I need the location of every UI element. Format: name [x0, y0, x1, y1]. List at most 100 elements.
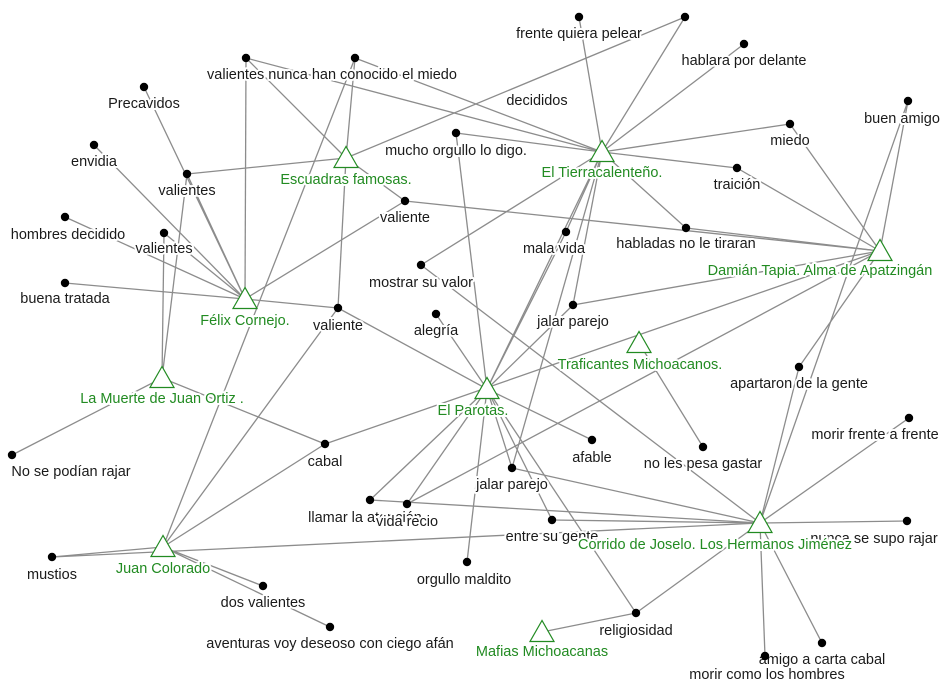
edge — [759, 417, 910, 524]
edge — [455, 132, 488, 390]
edge — [601, 151, 738, 169]
concept-node-morir-frente-a-frente — [904, 413, 914, 423]
song-label-damian-tapia-alma-de-apatzingan: Damián Tapia. Alma de Apatzingán — [708, 263, 933, 279]
concept-node-habladas-no-le-tiraran — [681, 223, 691, 233]
concept-node-nunca-se-supo-rajar — [902, 516, 912, 526]
edge — [486, 304, 574, 390]
edge — [51, 546, 164, 558]
concept-label-traicion: traición — [714, 177, 761, 193]
concept-node-religiosidad — [631, 608, 641, 618]
concept-node-jalar-parejo — [507, 463, 517, 473]
concept-label-nunca-se-supo-rajar: nunca se supo rajar — [810, 531, 938, 547]
concept-node-afable — [587, 435, 597, 445]
concept-node-valiente — [333, 303, 343, 313]
edge — [759, 522, 766, 657]
edge — [245, 57, 603, 153]
song-node-el-tierracalenteno — [588, 139, 616, 163]
concept-label-precavidos: Precavidos — [108, 96, 180, 112]
concept-node-buena-tratada — [60, 278, 70, 288]
song-node-mafias-michoacanas — [528, 619, 556, 643]
concept-label-morir-como-los-hombres: morir como los hombres — [689, 667, 845, 683]
concept-node-llamar-la-atencion — [365, 495, 375, 505]
edge — [369, 499, 761, 524]
concept-label-valientes: valientes — [135, 241, 192, 257]
concept-label-orgullo-maldito: orgullo maldito — [417, 572, 511, 588]
edge — [64, 216, 246, 300]
edge — [64, 282, 246, 300]
concept-node-miedo — [785, 119, 795, 129]
concept-label-habladas-no-le-tiraran: habladas no le tiraran — [616, 236, 755, 252]
edge — [162, 443, 326, 548]
edge — [736, 167, 881, 252]
song-label-juan-colorado: Juan Colorado — [116, 561, 210, 577]
concept-label-llamar-la-atencion: llamar la atención — [308, 510, 422, 526]
concept-label-vida-recio: vida recio — [376, 514, 438, 530]
concept-node-orgullo-maldito — [462, 557, 472, 567]
concept-label-miedo: miedo — [770, 133, 810, 149]
edge — [404, 200, 881, 252]
concept-node-cabal — [320, 439, 330, 449]
edge — [511, 467, 761, 524]
edge — [541, 612, 637, 633]
concept-label-amigo-a-carta-cabal: amigo a carta cabal — [759, 652, 886, 668]
edge — [455, 132, 603, 153]
edge — [244, 200, 406, 300]
concept-node-unlabeled — [680, 12, 690, 22]
concept-node-entre-su-gente — [547, 515, 557, 525]
edge — [601, 123, 791, 153]
concept-node-valientes-nunca-han-conocido-el-miedo — [241, 53, 251, 63]
concept-label-jalar-parejo: jalar parejo — [475, 477, 548, 493]
edge — [93, 144, 246, 300]
edge — [601, 16, 686, 153]
edge — [324, 250, 881, 445]
concept-label-valiente: valiente — [380, 210, 430, 226]
concept-node-jalar-parejo — [568, 300, 578, 310]
concept-label-valientes-nunca-han-conocido-el-miedo: valientes nunca han conocido el miedo — [207, 67, 457, 83]
concept-node-valiente — [400, 196, 410, 206]
concept-label-jalar-parejo: jalar parejo — [536, 314, 609, 330]
concept-node-amigo-a-carta-cabal — [817, 638, 827, 648]
concept-label-entre-su-gente: entre su gente — [506, 529, 599, 545]
concept-node-buen-amigo — [903, 96, 913, 106]
edge — [244, 57, 247, 300]
song-label-la-muerte-de-juan-ortiz: La Muerte de Juan Ortiz . — [80, 391, 244, 407]
concept-node-apartaron-de-la-gente — [794, 362, 804, 372]
concept-label-morir-frente-a-frente: morir frente a frente — [811, 427, 938, 443]
song-node-el-parotas — [473, 376, 501, 400]
edge — [161, 377, 326, 445]
edge — [798, 250, 881, 368]
concept-label-alegria: alegría — [414, 323, 459, 339]
song-node-damian-tapia-alma-de-apatzingan — [866, 238, 894, 262]
edge — [186, 173, 246, 300]
song-label-el-parotas: El Parotas. — [438, 403, 509, 419]
song-node-corrido-de-joselo-los-hermanos-jimenez — [746, 510, 774, 534]
edge — [879, 100, 909, 252]
edge — [244, 298, 339, 309]
concept-label-dos-valientes: dos valientes — [221, 595, 306, 611]
edge — [572, 151, 603, 306]
concept-label-afable: afable — [572, 450, 612, 466]
song-node-juan-colorado — [149, 534, 177, 558]
song-label-traficantes-michoacanos: Traficantes Michoacanos. — [558, 357, 723, 373]
concept-node-traicion — [732, 163, 742, 173]
edge — [486, 388, 593, 441]
edge — [337, 307, 488, 390]
song-node-felix-cornejo — [231, 286, 259, 310]
concept-label-frente-quiera-pelear: frente quiera pelear — [516, 26, 642, 42]
edge — [759, 522, 823, 644]
concept-node-precavidos — [139, 82, 149, 92]
concept-label-hombres-decidido: hombres decidido — [11, 227, 125, 243]
concept-label-buena-tratada: buena tratada — [20, 291, 110, 307]
edge — [759, 366, 800, 524]
concept-node-frente-quiera-pelear — [574, 12, 584, 22]
edge — [486, 388, 513, 469]
concept-label-mucho-orgullo-lo-digo: mucho orgullo lo digo. — [385, 143, 527, 159]
concept-node-hablara-por-delante — [739, 39, 749, 49]
concept-node-morir-como-los-hombres — [760, 651, 770, 661]
edge — [789, 123, 881, 252]
concept-node-no-les-pesa-gastar — [698, 442, 708, 452]
concept-node-mucho-orgullo-lo-digo — [451, 128, 461, 138]
song-label-escuadras-famosas: Escuadras famosas. — [280, 172, 411, 188]
song-node-traficantes-michoacanos — [625, 330, 653, 354]
concept-node-valientes — [182, 169, 192, 179]
